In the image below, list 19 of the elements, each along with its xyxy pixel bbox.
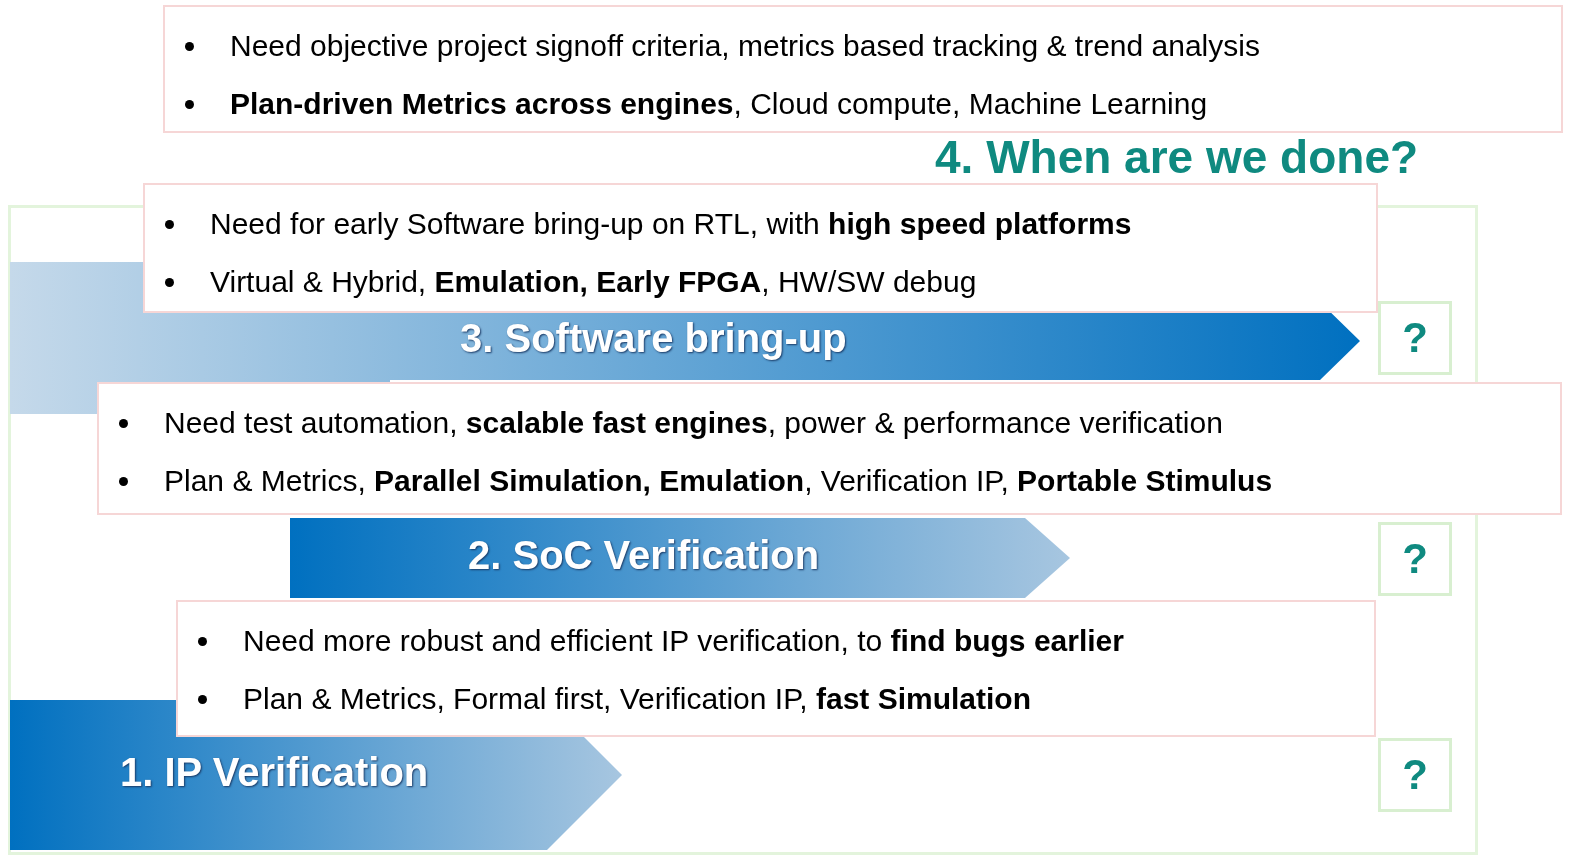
bullet-text: Need objective project signoff criteria, metrics based tracking & trend analysis <box>230 29 1260 63</box>
text-box <box>97 382 1562 515</box>
bullet-text: Plan & Metrics, Formal first, Verification IP, fast Simulation <box>243 682 1031 716</box>
text-box <box>176 600 1376 737</box>
banner-title: 2. SoC Verification <box>468 533 820 578</box>
text-box <box>163 5 1563 133</box>
bullet-text: Need more robust and efficient IP verification, to find bugs earlier <box>243 624 1124 658</box>
bullet-text: Plan-driven Metrics across engines, Cloud compute, Machine Learning <box>230 87 1208 121</box>
heading-text: 4. When are we done? <box>935 130 1419 184</box>
banner-title: 1. IP Verification <box>120 750 429 795</box>
question-box: ? <box>1378 301 1452 375</box>
bullet-text: Need test automation, scalable fast engines, power & performance verification <box>164 406 1223 440</box>
bullet-text: Need for early Software bring-up on RTL, with high speed platforms <box>210 207 1132 241</box>
question-box: ? <box>1378 522 1452 596</box>
bullet-text: Plan & Metrics, Parallel Simulation, Emulation, Verification IP, Portable Stimulus <box>164 464 1273 498</box>
banner-title: 3. Software bring-up <box>460 316 847 361</box>
text-box <box>143 183 1378 313</box>
question-box: ? <box>1378 738 1452 812</box>
bullet-text: Virtual & Hybrid, Emulation, Early FPGA, HW/SW debug <box>210 265 977 299</box>
